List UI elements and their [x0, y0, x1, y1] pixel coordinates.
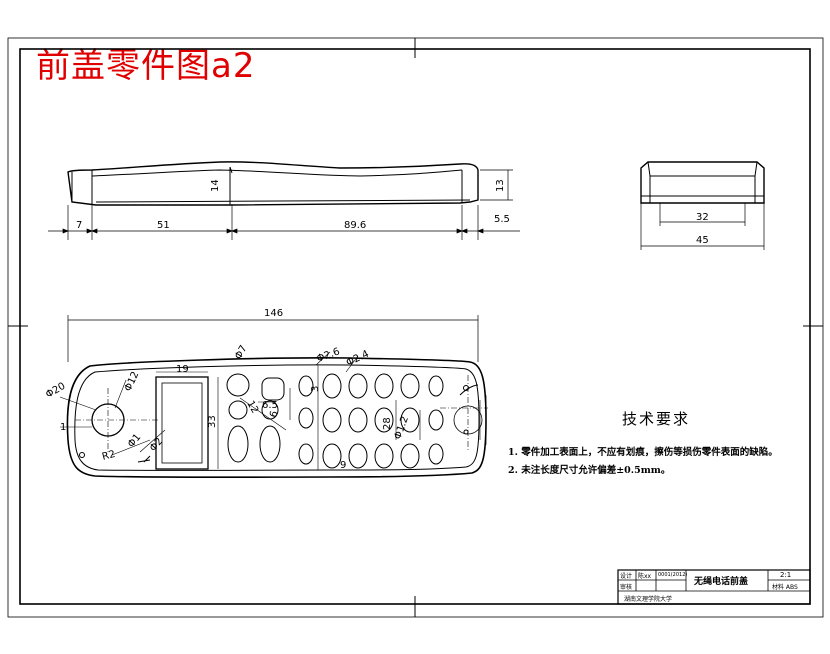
title-block-code: 0001(2012)	[658, 572, 688, 578]
dim-89-6: 89.6	[344, 220, 366, 231]
dim-phi20: Φ20	[44, 381, 67, 401]
title-block-design-label: 设计	[620, 573, 633, 580]
tech-requirements-title: 技术要求	[622, 410, 691, 428]
dim-32: 32	[696, 212, 709, 223]
dimension-labels: 7 51 89.6 5.5 14 13 32 45 146 19 33 28 9…	[44, 179, 709, 471]
title-block-designer: 陈xx	[638, 573, 652, 580]
tech-note-2: 2. 未注长度尺寸允许偏差±0.5mm。	[508, 465, 671, 476]
dim-9: 9	[340, 460, 346, 471]
side-dim-chain	[48, 205, 520, 240]
dim-r2: R2	[101, 449, 117, 463]
title-block-part-name: 无绳电话前盖	[694, 577, 749, 587]
dim-phi2-6: Φ2.6	[315, 346, 341, 364]
dim-45: 45	[696, 235, 709, 246]
dim-phi1: Φ1	[126, 432, 144, 450]
dim-phi1-2: Φ1.2	[392, 415, 410, 441]
title-block-check-label: 审核	[620, 584, 633, 591]
dim-146: 146	[264, 308, 283, 319]
side-view	[67, 161, 513, 206]
dim-19: 19	[176, 364, 189, 375]
dim-13: 13	[495, 179, 506, 192]
title-block-school: 湖南文理学院大学	[624, 596, 673, 603]
dim-33: 33	[207, 415, 218, 428]
dim-5-5: 5.5	[494, 214, 510, 225]
top-view	[59, 315, 488, 479]
dim-6-5: 6.5	[262, 400, 278, 411]
drawing-border	[19, 48, 811, 605]
dim-3: 3	[310, 386, 321, 392]
outer-frame	[7, 37, 824, 618]
end-view	[640, 161, 765, 250]
title-block-material: 材料 ABS	[772, 584, 798, 591]
dim-phi12: Φ12	[123, 370, 142, 393]
dim-51: 51	[157, 220, 170, 231]
title-block-scale: 2:1	[780, 571, 792, 579]
title-block	[617, 569, 811, 605]
dim-14: 14	[210, 179, 221, 192]
dim-28: 28	[382, 417, 393, 430]
dim-1: 1	[60, 422, 66, 433]
dim-7: 7	[76, 220, 82, 231]
tech-note-1: 1. 零件加工表面上，不应有划痕，擦伤等损伤零件表面的缺陷。	[508, 447, 778, 458]
drawing-title: 前盖零件图a2	[36, 46, 256, 86]
dim-6: 6	[268, 410, 280, 419]
keypad-grid	[298, 373, 444, 469]
dim-phi2: Φ2	[148, 436, 166, 454]
